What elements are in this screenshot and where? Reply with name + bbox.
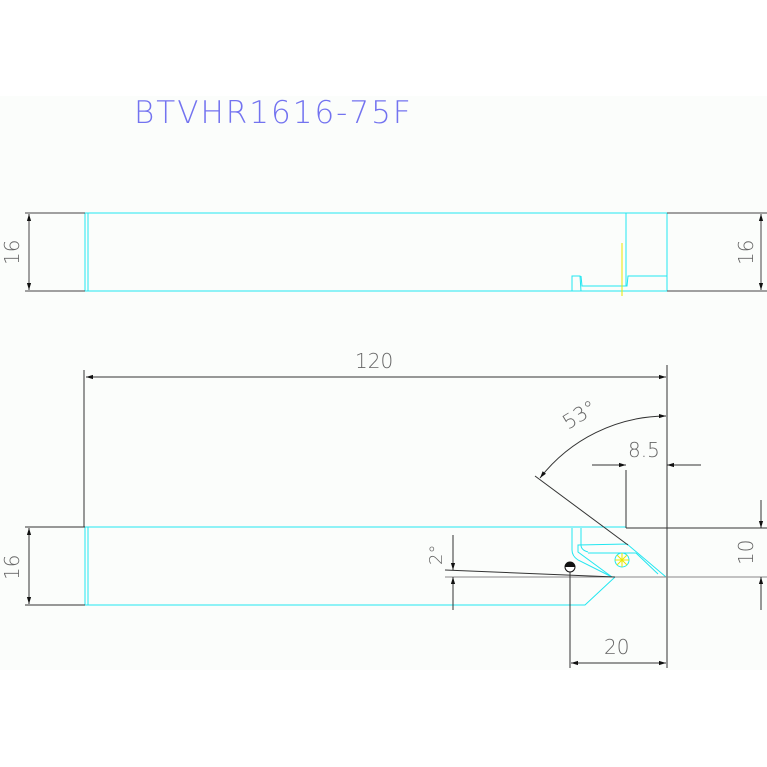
drawing-area	[0, 96, 767, 670]
dim-clearance-angle: 2°	[426, 545, 447, 565]
dim-head-width: 20	[604, 635, 629, 659]
dim-offset: 8.5	[628, 438, 660, 462]
dim-tip-height: 10	[734, 540, 758, 565]
drawing-title: BTVHR1616-75F	[134, 95, 413, 131]
top-view	[84, 212, 668, 292]
dim-top-height-left: 16	[0, 240, 24, 265]
dim-top-height-right: 16	[734, 240, 758, 265]
dim-length: 120	[355, 349, 393, 373]
screw-icon	[615, 553, 629, 567]
dim-side-height: 16	[0, 555, 24, 580]
side-dimensions	[25, 365, 767, 668]
top-dimensions	[25, 212, 767, 292]
reference-point-icon	[564, 561, 576, 573]
